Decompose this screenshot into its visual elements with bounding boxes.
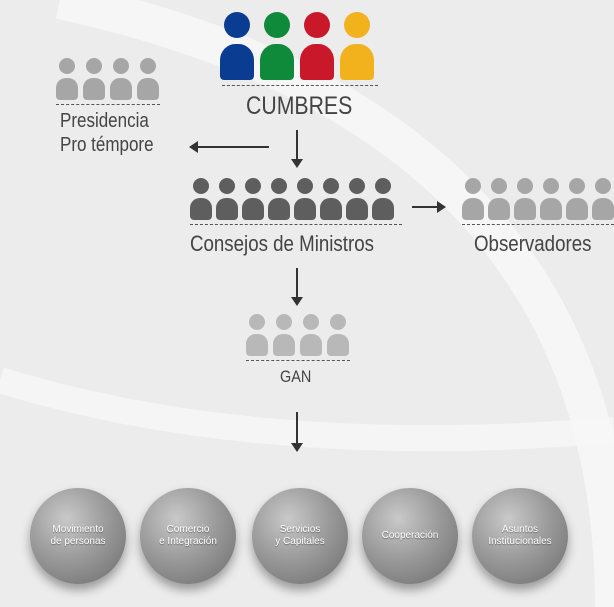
person-icon xyxy=(137,58,159,100)
person-icon xyxy=(216,178,238,220)
person-icon xyxy=(268,178,290,220)
person-icon xyxy=(246,314,268,356)
presidencia-label-line2: Pro témpore xyxy=(60,134,154,156)
arrow-to-observadores xyxy=(412,201,446,213)
presidencia-label-line1: Presidencia xyxy=(60,110,149,132)
person-icon xyxy=(540,178,562,220)
gan-divider xyxy=(246,360,350,361)
group-label: Cooperación xyxy=(381,530,439,541)
group-label: Comercio e Integración xyxy=(159,524,217,547)
observadores-divider xyxy=(462,224,614,225)
group-circle-cooperacion: Cooperación xyxy=(362,488,458,584)
cumbres-label: CUMBRES xyxy=(246,92,353,120)
observadores-label: Observadores xyxy=(474,231,592,256)
person-icon-blue xyxy=(220,12,254,80)
observadores-people-group xyxy=(462,178,614,220)
gan-label: GAN xyxy=(280,367,312,386)
arrow-to-consejos xyxy=(291,130,303,168)
cumbres-divider xyxy=(222,85,378,86)
group-label: Asuntos Institucionales xyxy=(488,524,552,547)
consejos-people-group xyxy=(190,178,394,220)
consejos-divider xyxy=(190,224,402,225)
person-icon xyxy=(56,58,78,100)
person-icon xyxy=(320,178,342,220)
person-icon xyxy=(592,178,614,220)
arrow-to-groups xyxy=(291,412,303,452)
gan-people-group xyxy=(246,314,349,356)
person-icon xyxy=(242,178,264,220)
person-icon xyxy=(346,178,368,220)
person-icon xyxy=(327,314,349,356)
person-icon xyxy=(566,178,588,220)
person-icon xyxy=(294,178,316,220)
person-icon xyxy=(514,178,536,220)
group-label: Movimiento de personas xyxy=(50,524,106,547)
group-circle-asuntos: Asuntos Institucionales xyxy=(472,488,568,584)
person-icon xyxy=(372,178,394,220)
person-icon xyxy=(110,58,132,100)
person-icon xyxy=(273,314,295,356)
arrow-to-gan xyxy=(291,268,303,306)
consejos-label: Consejos de Ministros xyxy=(190,231,374,256)
presidencia-people-group xyxy=(56,58,159,100)
group-circle-movimiento: Movimiento de personas xyxy=(30,488,126,584)
presidencia-divider xyxy=(56,104,160,105)
person-icon xyxy=(488,178,510,220)
person-icon-red xyxy=(300,12,334,80)
arrow-to-presidencia xyxy=(189,141,269,153)
cumbres-people-group xyxy=(220,12,374,80)
person-icon-yellow xyxy=(340,12,374,80)
group-label: Servicios y Capitales xyxy=(275,524,325,547)
person-icon-green xyxy=(260,12,294,80)
person-icon xyxy=(83,58,105,100)
person-icon xyxy=(190,178,212,220)
person-icon xyxy=(462,178,484,220)
person-icon xyxy=(300,314,322,356)
group-circle-servicios: Servicios y Capitales xyxy=(252,488,348,584)
group-circle-comercio: Comercio e Integración xyxy=(140,488,236,584)
